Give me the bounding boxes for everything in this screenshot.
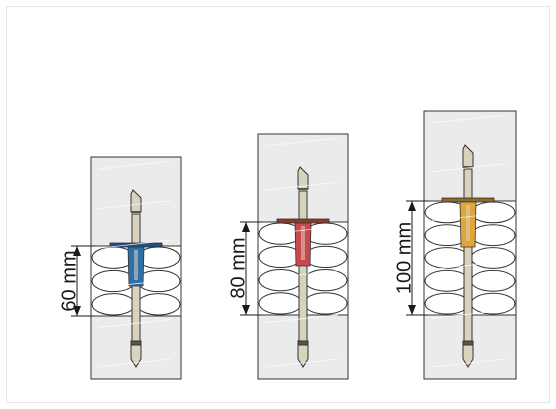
rod-shaft [298, 190, 308, 344]
fastener-rod [276, 166, 330, 368]
wall-texture [98, 160, 172, 170]
dimension-arrow [71, 245, 95, 317]
rod-collar [130, 340, 142, 346]
dimension-label: 100 mm [393, 222, 415, 294]
wall-texture [265, 270, 339, 279]
dimension-arrow [240, 221, 262, 316]
dimension-label: 60 mm [58, 250, 80, 311]
fastener-rod [109, 189, 163, 368]
wall-texture [265, 226, 339, 235]
wall-texture [98, 200, 172, 209]
anchor-panel-100mm: 100 mm [393, 110, 517, 380]
wall-texture [431, 212, 507, 221]
rod-collar [462, 340, 474, 346]
washer [276, 218, 330, 224]
wall-texture [98, 319, 172, 328]
rod-collar [297, 340, 309, 346]
wall-texture [431, 358, 507, 368]
anchor-panel-80mm: 80 mm [227, 133, 349, 380]
anchor-panel-60mm: 60 mm [58, 156, 182, 380]
wall-texture [431, 163, 507, 173]
wall-texture [431, 114, 507, 124]
insulation-loops [258, 222, 348, 315]
sleeve-highlight [134, 250, 138, 280]
wall-texture [265, 358, 339, 368]
wall-texture [98, 279, 172, 289]
wall-texture [431, 261, 507, 270]
rod-shaft [463, 168, 473, 344]
wall-texture [431, 309, 507, 319]
dimension-label: 80 mm [227, 237, 249, 298]
dimension-arrow [406, 200, 428, 316]
washer [441, 197, 495, 203]
wall-texture [98, 358, 172, 368]
sleeve-highlight [301, 226, 305, 260]
sleeve-highlight [466, 205, 470, 241]
wall-texture [98, 239, 172, 249]
fastener-rod [441, 144, 495, 368]
wall-texture [265, 137, 339, 147]
wall-texture [265, 181, 339, 191]
wall-texture [265, 314, 339, 324]
